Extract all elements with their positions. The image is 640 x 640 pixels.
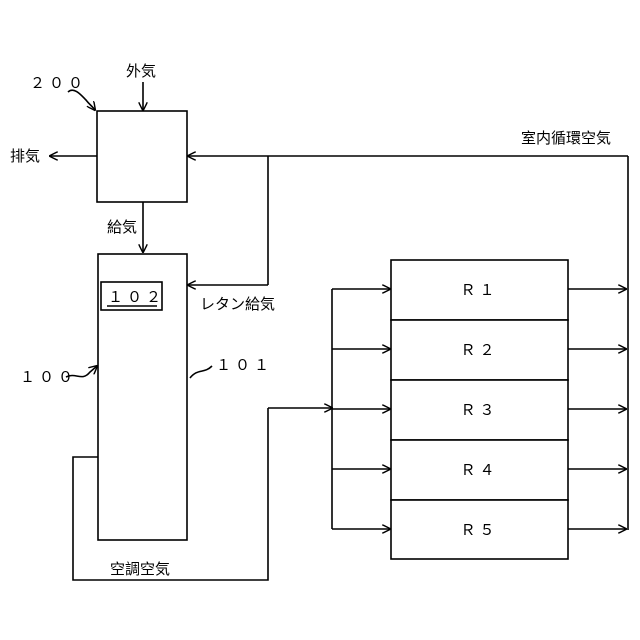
unit-200-box	[97, 111, 187, 202]
leader-101	[190, 366, 212, 378]
label-indoor-circulation: 室内循環空気	[521, 129, 611, 147]
label-supply-air: 給気	[107, 218, 137, 236]
room-label: Ｒ２	[460, 341, 498, 359]
leader-200	[68, 90, 95, 110]
ref-label-102: １０２	[108, 288, 165, 306]
ref-label-101: １０１	[216, 356, 273, 374]
room-label: Ｒ５	[460, 521, 498, 539]
room-2: Ｒ２	[332, 320, 626, 380]
room-label: Ｒ３	[460, 401, 498, 419]
room-3: Ｒ３	[332, 380, 626, 440]
label-return-supply: レタン給気	[200, 295, 275, 313]
ref-label-100: １００	[20, 368, 77, 386]
label-exhaust: 排気	[10, 147, 40, 165]
room-4: Ｒ４	[332, 440, 626, 500]
label-conditioned-air: 空調空気	[110, 560, 170, 578]
room-1: Ｒ１	[332, 260, 626, 320]
room-label: Ｒ４	[460, 461, 498, 479]
ref-label-200: ２００	[30, 74, 87, 92]
label-outside-air: 外気	[126, 62, 156, 80]
room-label: Ｒ１	[460, 281, 498, 299]
room-5: Ｒ５	[332, 500, 626, 559]
